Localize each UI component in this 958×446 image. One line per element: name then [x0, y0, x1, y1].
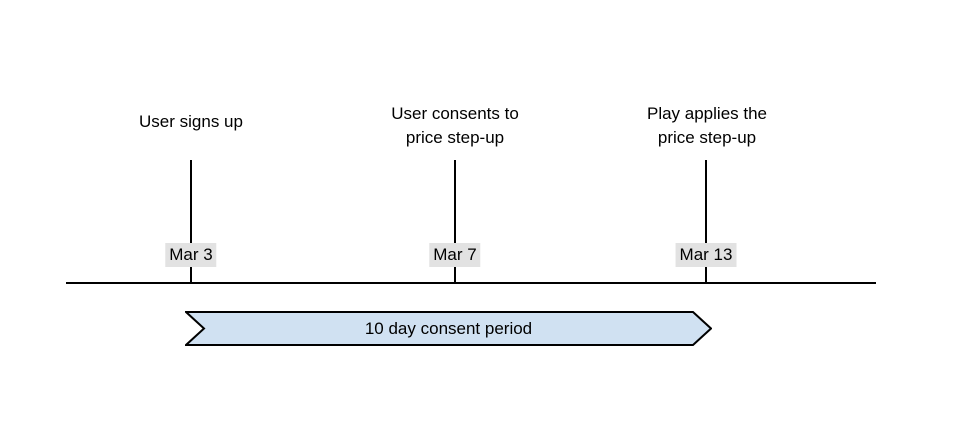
tick-mark-applied [705, 160, 707, 284]
chevron-arrow-shape [185, 311, 712, 346]
tick-mark-consent [454, 160, 456, 284]
timeline-axis [66, 282, 876, 284]
date-chip-applied: Mar 13 [675, 243, 737, 267]
event-label-applied: Play applies the price step-up [646, 104, 768, 147]
event-label-consent: User consents to price step-up [391, 104, 519, 147]
date-chip-consent: Mar 7 [429, 243, 481, 267]
event-label-signup: User signs up [139, 112, 243, 131]
tick-mark-signup [190, 160, 192, 284]
date-chip-signup: Mar 3 [165, 243, 217, 267]
consent-period-banner: 10 day consent period [185, 311, 712, 346]
